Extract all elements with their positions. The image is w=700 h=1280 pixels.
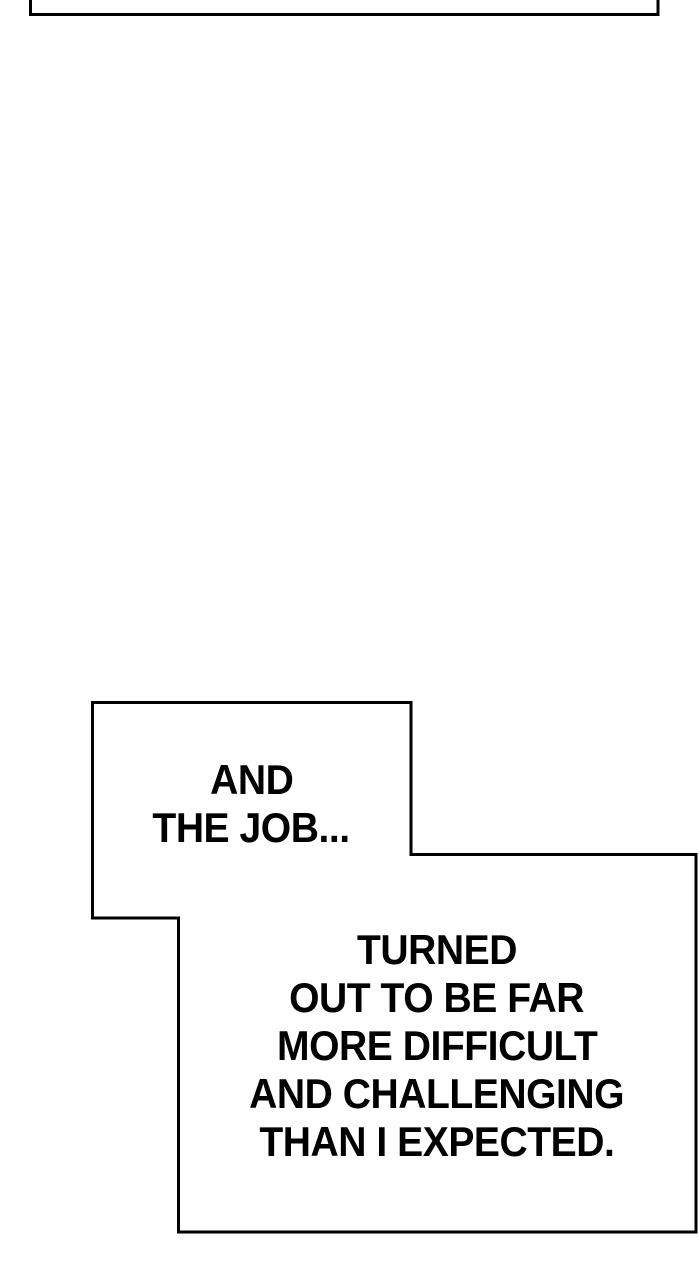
caption-line: MORE DIFFICULT: [276, 1022, 598, 1069]
caption-line: OUT TO BE FAR: [289, 974, 585, 1021]
caption-line: TURNED: [357, 926, 517, 973]
caption-line: AND CHALLENGING: [249, 1070, 625, 1117]
caption-line: AND: [209, 756, 294, 803]
caption-box-and-the-job: AND THE JOB...: [92, 702, 411, 918]
caption-box-turned-out: TURNED OUT TO BE FAR MORE DIFFICULT AND …: [178, 854, 696, 1232]
caption-line: THE JOB...: [152, 804, 351, 851]
caption-line: THAN I EXPECTED.: [259, 1118, 615, 1165]
top-panel-border: [29, 0, 660, 16]
caption-boxes-border: [91, 701, 698, 1234]
